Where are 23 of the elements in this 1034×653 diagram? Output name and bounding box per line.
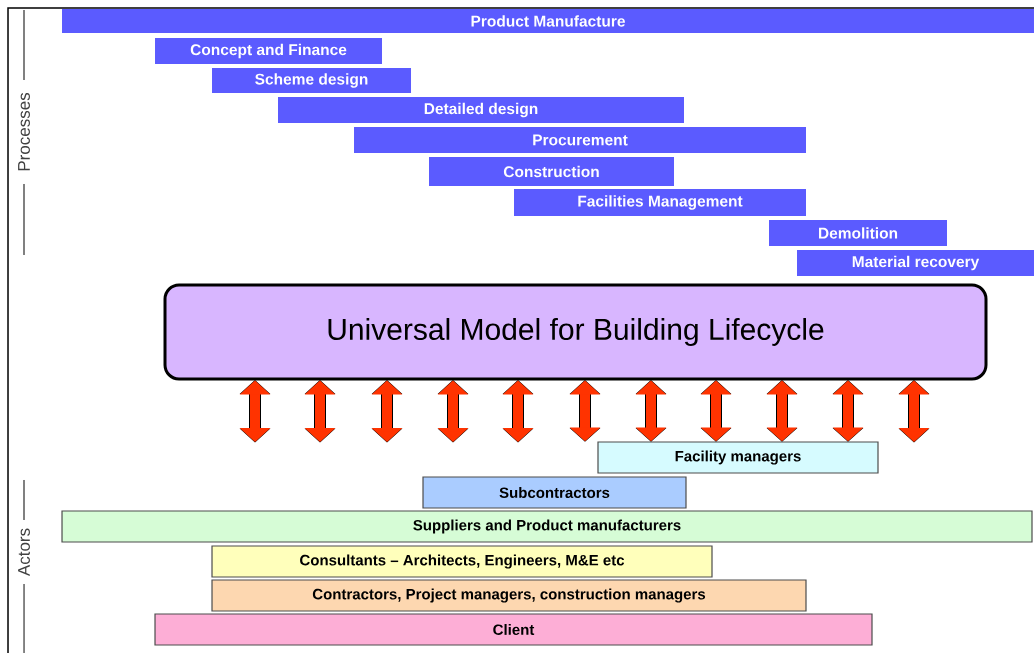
model-box: Universal Model for Building Lifecycle	[163, 283, 988, 381]
double-arrow	[832, 380, 864, 442]
double-arrow	[700, 380, 732, 442]
actor-bar: Facility managers	[597, 441, 879, 474]
process-bar: Demolition	[769, 220, 947, 246]
actor-bar: Consultants – Architects, Engineers, M&E etc	[211, 545, 713, 578]
process-bar: Concept and Finance	[155, 38, 382, 64]
process-bar: Construction	[429, 157, 674, 186]
actor-bar: Subcontractors	[422, 476, 687, 509]
process-bar: Facilities Management	[514, 189, 806, 216]
process-bar: Procurement	[354, 127, 806, 153]
actor-bar: Contractors, Project managers, construction managers	[211, 579, 807, 612]
actor-bar: Suppliers and Product manufacturers	[61, 510, 1033, 543]
process-bar: Detailed design	[278, 97, 684, 123]
process-bar: Material recovery	[797, 250, 1034, 276]
actor-bar: Client	[154, 613, 873, 646]
double-arrow	[766, 380, 798, 442]
axis-label: Processes	[18, 92, 30, 171]
double-arrow	[635, 380, 667, 442]
process-bar: Scheme design	[212, 68, 411, 93]
double-arrow	[569, 380, 601, 442]
process-bar: Product Manufacture	[62, 9, 1034, 33]
axis-label: Actors	[18, 528, 30, 577]
